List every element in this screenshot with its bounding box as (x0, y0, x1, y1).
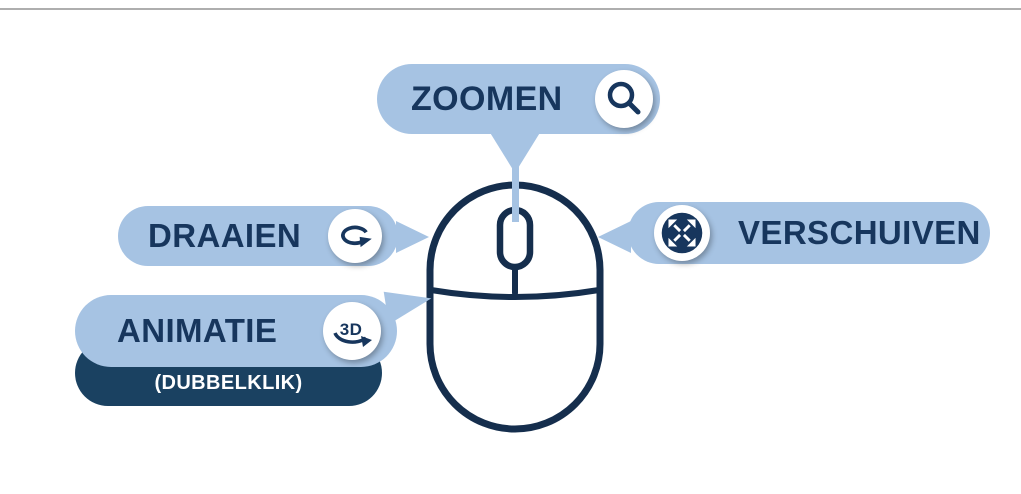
animation-label: ANIMATIE (117, 312, 278, 349)
callout-zoom: ZOOMEN (377, 64, 660, 134)
pan-arrows-icon (654, 205, 710, 261)
pan-label: VERSCHUIVEN (738, 214, 981, 251)
callout-rotate: DRAAIEN (118, 206, 398, 266)
rotate-label: DRAAIEN (148, 217, 302, 254)
3d-icon-text: 3D (340, 320, 363, 339)
callout-animation: ANIMATIE 3D (75, 295, 397, 367)
pan-pointer-triangle (598, 221, 631, 253)
animation-sublabel: (DUBBELKLIK) (154, 372, 303, 394)
top-divider-line (0, 8, 1021, 10)
zoom-connector-line (512, 148, 519, 222)
rotate-arrow-icon (328, 209, 382, 263)
rotate-pointer-triangle (396, 221, 429, 253)
3d-rotate-icon: 3D (323, 302, 381, 360)
zoom-label: ZOOMEN (411, 79, 563, 118)
mouse-outline (426, 181, 604, 433)
mouse-button-split-line (430, 287, 600, 300)
magnifier-icon (595, 70, 653, 128)
callout-pan: VERSCHUIVEN (628, 202, 990, 264)
mouse-illustration (422, 177, 617, 442)
